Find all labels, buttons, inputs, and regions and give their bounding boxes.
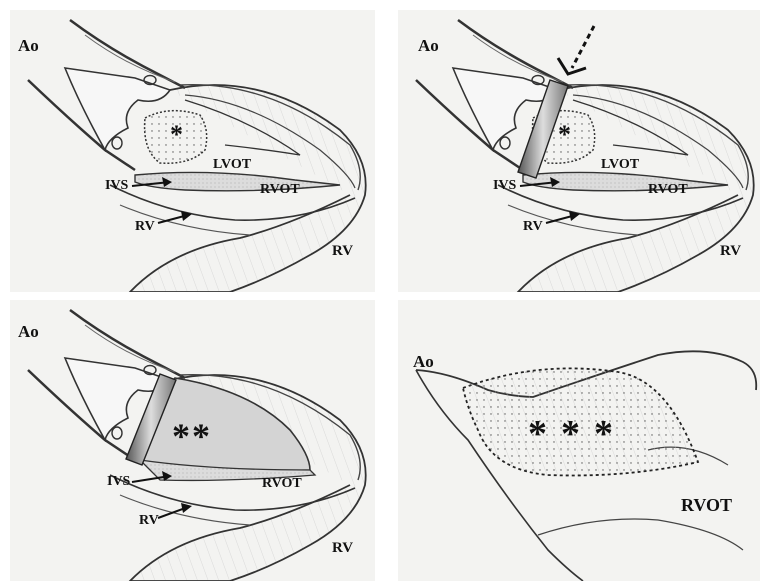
panel-1: Ao * LVOT IVS RVOT RV RV bbox=[10, 10, 375, 292]
panel-4-rvot-label: RVOT bbox=[681, 495, 732, 516]
panel-3-ivs-label: IVS bbox=[107, 474, 130, 490]
panel-2-drawing bbox=[398, 10, 760, 292]
panel-2-ivs-label: IVS bbox=[493, 178, 516, 194]
panel-1-ao-label: Ao bbox=[18, 36, 39, 56]
panel-2-star: * bbox=[558, 120, 571, 150]
panel-4-ao-label: Ao bbox=[413, 352, 434, 372]
panel-3-rvot-label: RVOT bbox=[262, 476, 302, 492]
panel-2-rv-arrow-label: RV bbox=[523, 219, 543, 235]
panel-3-star: ** bbox=[172, 415, 212, 457]
panel-1-ivs-label: IVS bbox=[105, 178, 128, 194]
panel-2: Ao * LVOT IVS RVOT RV RV bbox=[398, 10, 760, 292]
panel-2-rvot-label: RVOT bbox=[648, 182, 688, 198]
panel-3-rv-label: RV bbox=[332, 540, 353, 557]
panel-2-rv-label: RV bbox=[720, 243, 741, 260]
panel-1-lvot-label: LVOT bbox=[213, 157, 251, 173]
panel-1-rv-label: RV bbox=[332, 243, 353, 260]
panel-1-rvot-label: RVOT bbox=[260, 182, 300, 198]
panel-4: Ao *** RVOT bbox=[398, 300, 760, 581]
panel-1-rv-arrow-label: RV bbox=[135, 219, 155, 235]
panel-2-ao-label: Ao bbox=[418, 36, 439, 56]
panel-2-lvot-label: LVOT bbox=[601, 157, 639, 173]
panel-4-star: *** bbox=[528, 412, 627, 456]
panel-1-drawing bbox=[10, 10, 375, 292]
panel-3-rv-arrow-label: RV bbox=[139, 513, 159, 529]
panel-1-star: * bbox=[170, 120, 183, 150]
panel-3: Ao ** IVS RVOT RV RV bbox=[10, 300, 375, 581]
panel-3-ao-label: Ao bbox=[18, 322, 39, 342]
